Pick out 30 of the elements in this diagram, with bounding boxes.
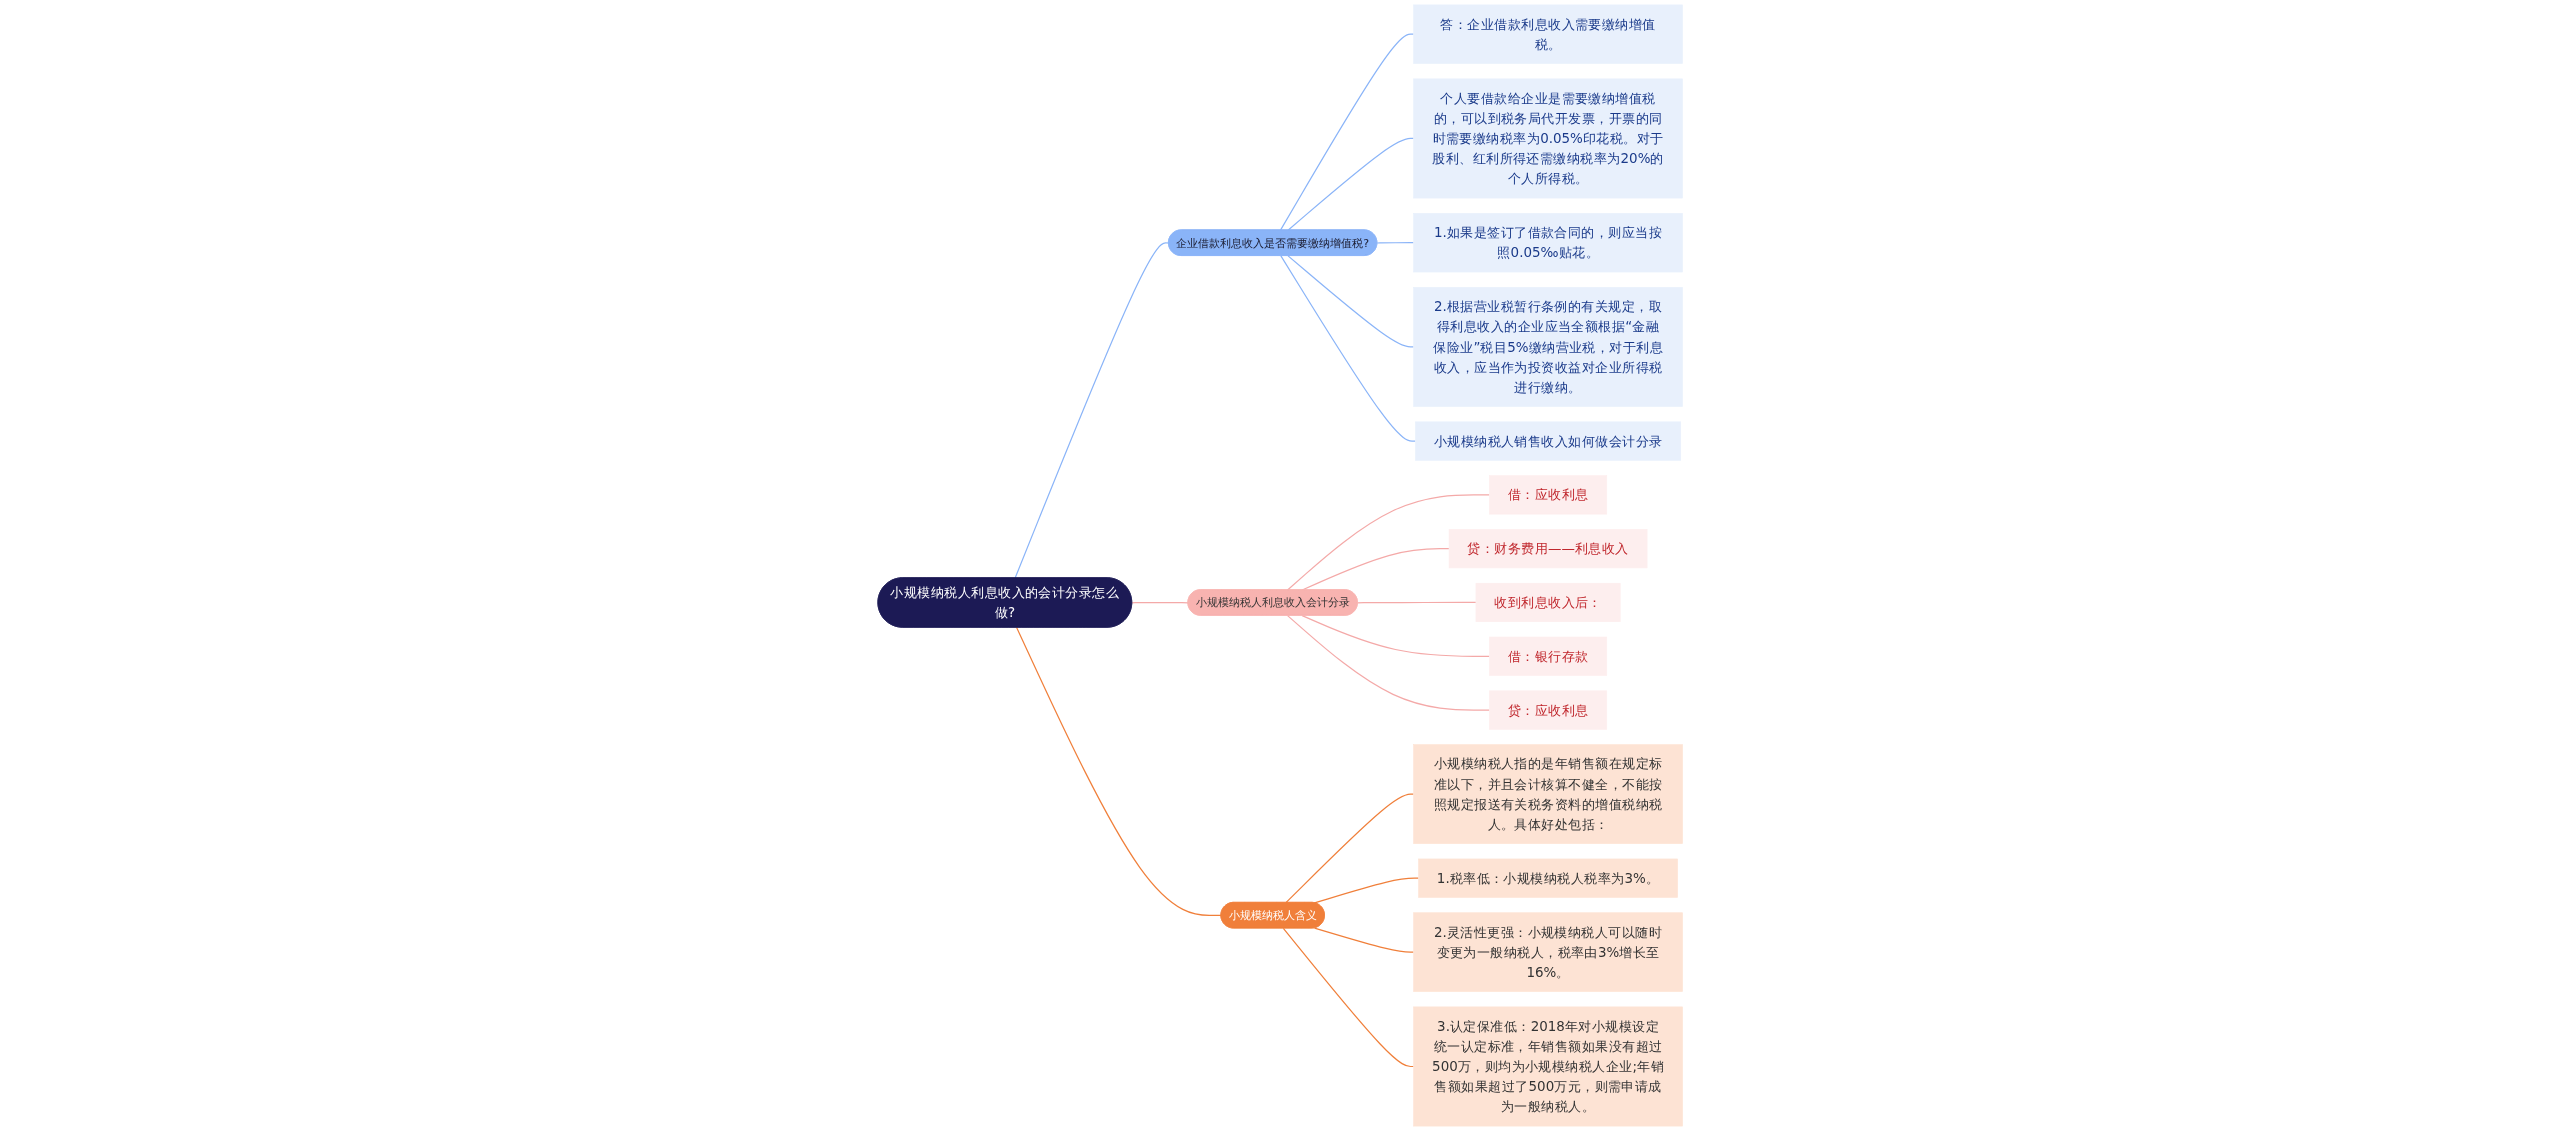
node-box: 收到利息收入后： [1475, 582, 1621, 623]
connector [1356, 601, 1477, 604]
connector [1376, 242, 1414, 244]
node-box: 借：银行存款 [1488, 636, 1607, 676]
connector [1313, 877, 1419, 904]
connector [1279, 33, 1414, 231]
node-box: 个人要借款给企业是需要缴纳增值税的，可以到税务局代开发票，开票的同时需要缴纳税率为0.05%印花税。对于股利、红利所得还需缴纳税率为20%的个人所得税。 [1413, 78, 1683, 199]
node-box: 3.认定保准低：2018年对小规模设定统一认定标准，年销售额如果没有超过500万，则均为小规模纳税人企业;年销售额如果超过了500万元，则需申请成为一般纳税人。 [1413, 1006, 1683, 1127]
node-box: 贷：应收利息 [1488, 690, 1607, 730]
connector [1131, 601, 1189, 604]
connector [1285, 793, 1414, 904]
connector [1280, 255, 1416, 442]
connector [1286, 615, 1490, 711]
connector [1282, 927, 1414, 1068]
node-box: 1.如果是签订了借款合同的，则应当按照0.05‰贴花。 [1413, 213, 1683, 273]
node-box: 借：应收利息 [1488, 475, 1607, 515]
connector [1014, 242, 1170, 579]
connector [1301, 615, 1490, 657]
node-box: 2.根据营业税暂行条例的有关规定，取得利息收入的企业应当全额根据“金融保险业”税目5%缴纳营业税，对于利息收入，应当作为投资收益对企业所得税进行缴纳。 [1413, 287, 1683, 407]
node-box: 2.灵活性更强：小规模纳税人可以随时变更为一般纳税人，税率由3%增长至16%。 [1413, 912, 1683, 992]
node-box: 小规模纳税人销售收入如何做会计分录 [1414, 421, 1681, 461]
node-box: 答：企业借款利息收入需要缴纳增值税。 [1413, 4, 1683, 64]
connector [1286, 494, 1490, 591]
connector [1287, 255, 1414, 348]
connector [1015, 626, 1222, 917]
node-box: 贷：财务费用——利息收入 [1448, 529, 1648, 569]
node-box: 小规模纳税人指的是年销售额在规定标准以下，并且会计核算不健全，不能按照规定报送有关税务资料的增值税纳税人。具体好处包括： [1413, 744, 1683, 844]
connector [1313, 927, 1414, 953]
node-box: 1.税率低：小规模纳税人税率为3%。 [1417, 858, 1678, 898]
connector [1287, 137, 1414, 231]
